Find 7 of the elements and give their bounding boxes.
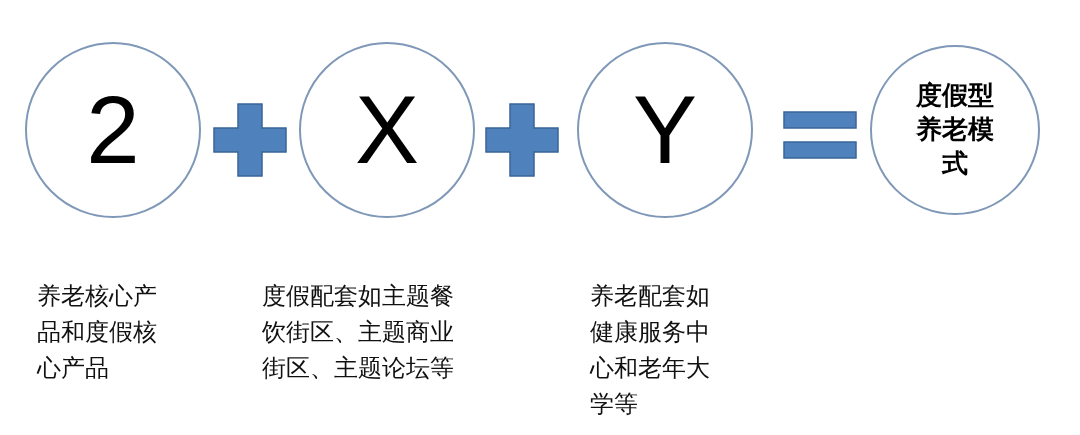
description-text: 养老核心产品和度假核心产品 [37,281,158,384]
symbol-label: 2 [86,82,140,178]
description-text: 度假配套如主题餐饮街区、主题商业街区、主题论坛等 [262,281,455,384]
description-text: 养老配套如健康服务中心和老年大学等 [590,281,711,420]
symbol-label: Y [633,82,697,178]
symbol-label: X [355,82,419,178]
circle-label: 度假型养老模式 [915,79,995,180]
